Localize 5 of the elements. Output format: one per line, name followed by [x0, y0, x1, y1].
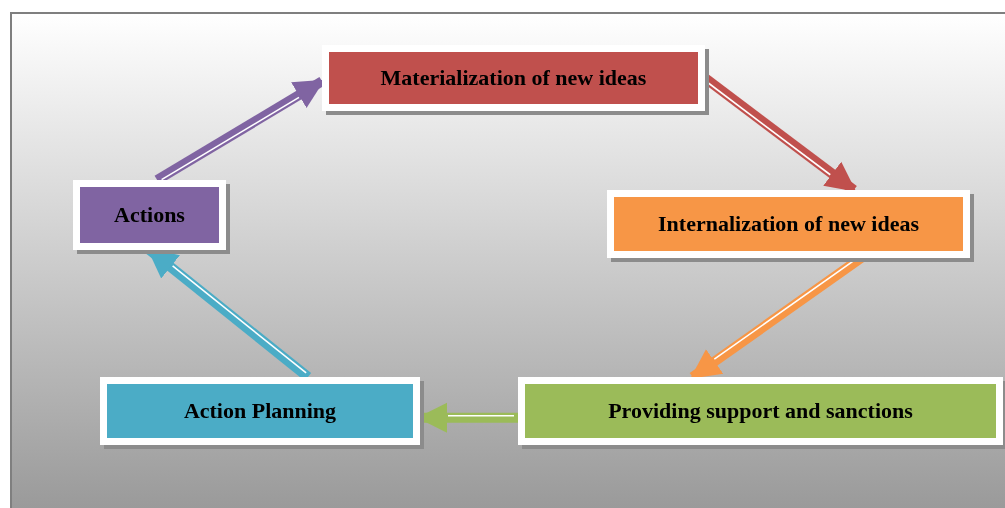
- box-label: Internalization of new ideas: [658, 211, 919, 237]
- box-label: Action Planning: [183, 398, 337, 424]
- box-label: Providing support and sanctions: [608, 398, 913, 424]
- box-label: Actions: [114, 202, 185, 228]
- box-label: Materialization of new ideas: [380, 65, 647, 91]
